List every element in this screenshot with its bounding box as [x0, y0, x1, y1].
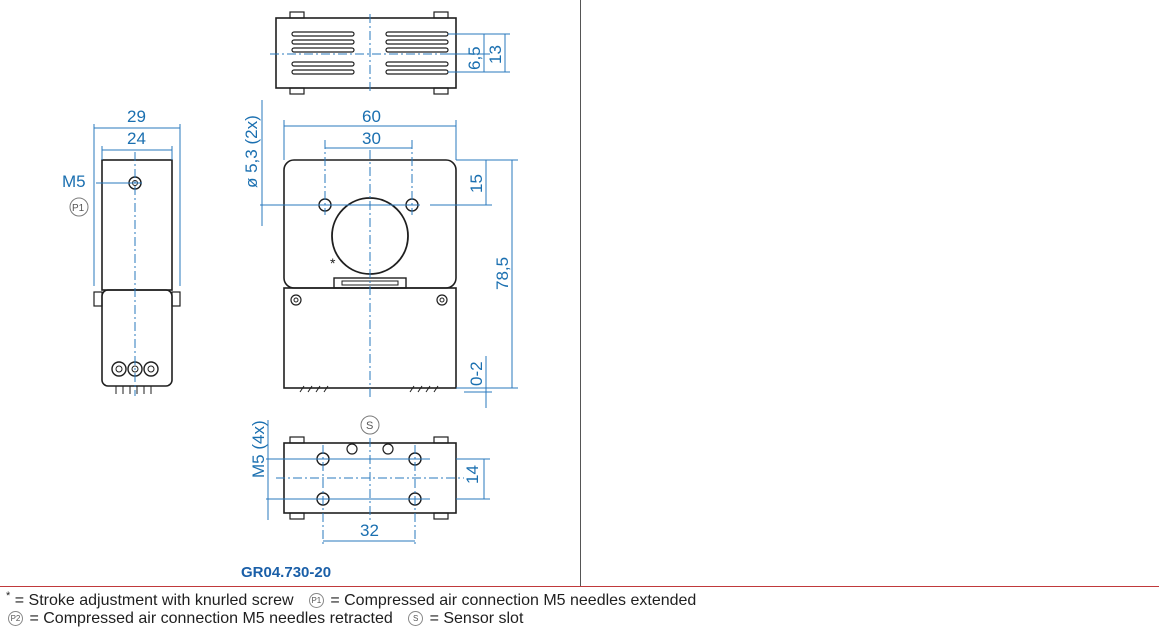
vertical-divider	[580, 0, 581, 586]
legend-p1-symbol: P1	[308, 593, 324, 608]
part-number: GR04.730-20	[241, 564, 332, 581]
dim-front-30: 30	[362, 129, 381, 148]
p1-marker-circle	[69, 197, 89, 217]
legend-p1-text: = Compressed air connection M5 needles e…	[330, 592, 697, 609]
p1-marker: P1	[72, 203, 85, 214]
dim-hole-diameter: ø 5,3 (2x)	[242, 115, 261, 188]
dim-front-15: 15	[467, 174, 486, 193]
legend-divider	[0, 586, 1159, 587]
dim-top-13: 13	[486, 45, 505, 64]
bottom-view	[266, 420, 490, 545]
dim-side-m5: M5	[62, 172, 86, 191]
legend-line-2: P2 = Compressed air connection M5 needle…	[6, 610, 523, 628]
legend-asterisk-text: = Stroke adjustment with knurled screw	[14, 592, 294, 609]
dim-side-24: 24	[127, 129, 146, 148]
legend-line-1: * = Stroke adjustment with knurled screw…	[6, 590, 696, 610]
top-view	[270, 11, 510, 95]
dim-bottom-32: 32	[360, 521, 379, 540]
dim-front-60: 60	[362, 107, 381, 126]
legend-asterisk-symbol: *	[6, 590, 11, 602]
s-marker: S	[366, 420, 373, 432]
legend-p2-text: = Compressed air connection M5 needles r…	[29, 610, 393, 627]
s-marker-circle	[360, 415, 380, 435]
legend-s-text: = Sensor slot	[429, 610, 524, 627]
side-view	[93, 124, 181, 396]
legend-s-symbol: S	[408, 611, 424, 626]
asterisk-marker: *	[330, 255, 336, 271]
dim-front-stroke: 0-2	[467, 361, 486, 386]
dim-side-29: 29	[127, 107, 146, 126]
dim-front-78-5: 78,5	[493, 257, 512, 290]
dim-bottom-m5: M5 (4x)	[249, 420, 268, 478]
legend-p2-symbol: P2	[8, 611, 23, 626]
front-view	[260, 100, 518, 408]
dim-bottom-14: 14	[463, 465, 482, 484]
dim-top-6-5: 6,5	[465, 46, 484, 70]
